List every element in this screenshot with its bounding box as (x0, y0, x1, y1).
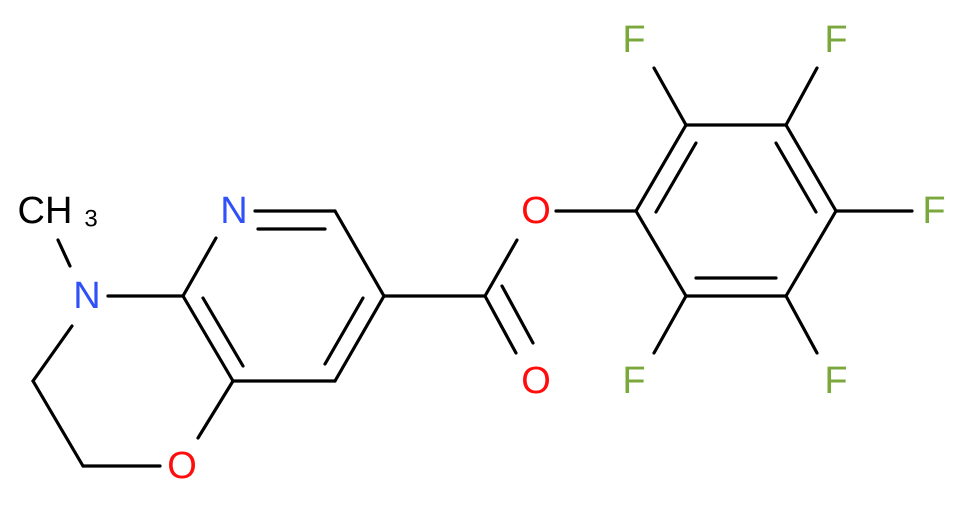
bond-ring-c3-c4 (784, 123, 838, 213)
methyl-subscript: 3 (84, 206, 97, 233)
bond-c-f4 (784, 294, 819, 355)
bond-ring-c1-c2 (634, 123, 688, 213)
bond-c-f5 (652, 294, 688, 355)
pyridine-nitrogen-label: N (220, 190, 247, 232)
fluorine-label-3: F (922, 190, 945, 232)
bond-c-f2 (784, 66, 819, 127)
bond-c6-c7 (333, 209, 386, 298)
bond-c3-c2 (31, 379, 85, 468)
fluorine-label-2: F (824, 19, 847, 61)
atom-labels: CH 3 N N O O O F F F F F (18, 19, 946, 487)
bond-c-f1 (652, 66, 688, 127)
bond-n-c3 (31, 324, 74, 383)
carbonyl-oxygen-label: O (521, 360, 551, 402)
fluorine-label-5: F (622, 360, 645, 402)
bond-ring-c4-c5 (784, 209, 838, 298)
fluorine-label-1: F (622, 19, 645, 61)
bond-c-o-double (483, 294, 518, 355)
bond-c8a-npy (181, 236, 218, 298)
ester-oxygen-label: O (521, 190, 551, 232)
ring-oxygen-label: O (167, 445, 197, 487)
bond-c4a-c8a (181, 294, 235, 383)
bond-lines (31, 66, 914, 468)
bond-o-c4a (196, 379, 235, 440)
bond-ring-c1-c2-inner (654, 141, 698, 214)
bond-c-oester (483, 238, 519, 298)
amine-nitrogen-label: N (73, 275, 100, 317)
bond-c7-c8 (333, 294, 386, 383)
bond-c4a-c8a-inner (201, 296, 245, 368)
fluorine-label-4: F (824, 360, 847, 402)
bond-ring-c3-c4-inner (774, 141, 818, 214)
bond-methyl-n (56, 238, 72, 268)
bond-c7-c8-inner (323, 296, 365, 366)
bond-c-o-double-inner (500, 284, 535, 345)
methyl-label: CH (18, 190, 73, 232)
bond-ring-c6-c1 (634, 209, 688, 298)
